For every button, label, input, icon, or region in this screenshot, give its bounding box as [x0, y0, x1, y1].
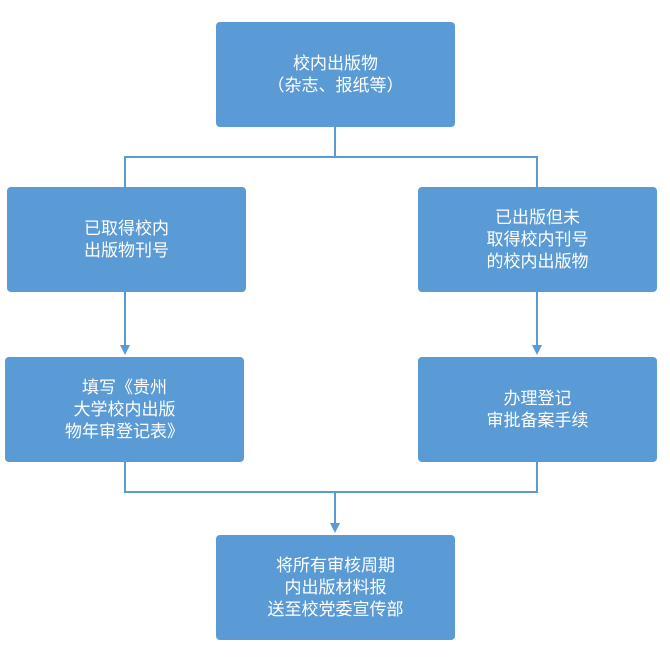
node-line: 内出版材料报	[284, 577, 387, 598]
node-fill-annual-review-form: 填写《贵州 大学校内出版 物年审登记表》	[5, 357, 244, 462]
node-campus-publications: 校内出版物 （杂志、报纸等）	[216, 22, 455, 127]
node-line: 将所有审核周期	[276, 555, 395, 576]
node-submit-to-propaganda-dept: 将所有审核周期 内出版材料报 送至校党委宣传部	[216, 535, 455, 640]
node-registration-approval: 办理登记 审批备案手续	[418, 357, 657, 462]
node-line: 大学校内出版	[73, 399, 176, 420]
node-has-publication-number: 已取得校内 出版物刊号	[7, 187, 246, 292]
node-line: 物年审登记表》	[65, 421, 184, 442]
node-line: 送至校党委宣传部	[267, 599, 404, 620]
node-line: 填写《贵州	[82, 377, 167, 398]
node-line: 已出版但未	[495, 207, 580, 228]
node-published-without-number: 已出版但未 取得校内刊号 的校内出版物	[418, 187, 657, 292]
node-line: （杂志、报纸等）	[267, 75, 404, 96]
node-line: 取得校内刊号	[486, 229, 589, 250]
node-line: 校内出版物	[293, 53, 378, 74]
node-line: 已取得校内	[84, 218, 169, 239]
node-line: 的校内出版物	[486, 251, 589, 272]
node-line: 出版物刊号	[84, 240, 169, 261]
node-line: 审批备案手续	[486, 410, 589, 431]
node-line: 办理登记	[503, 388, 572, 409]
